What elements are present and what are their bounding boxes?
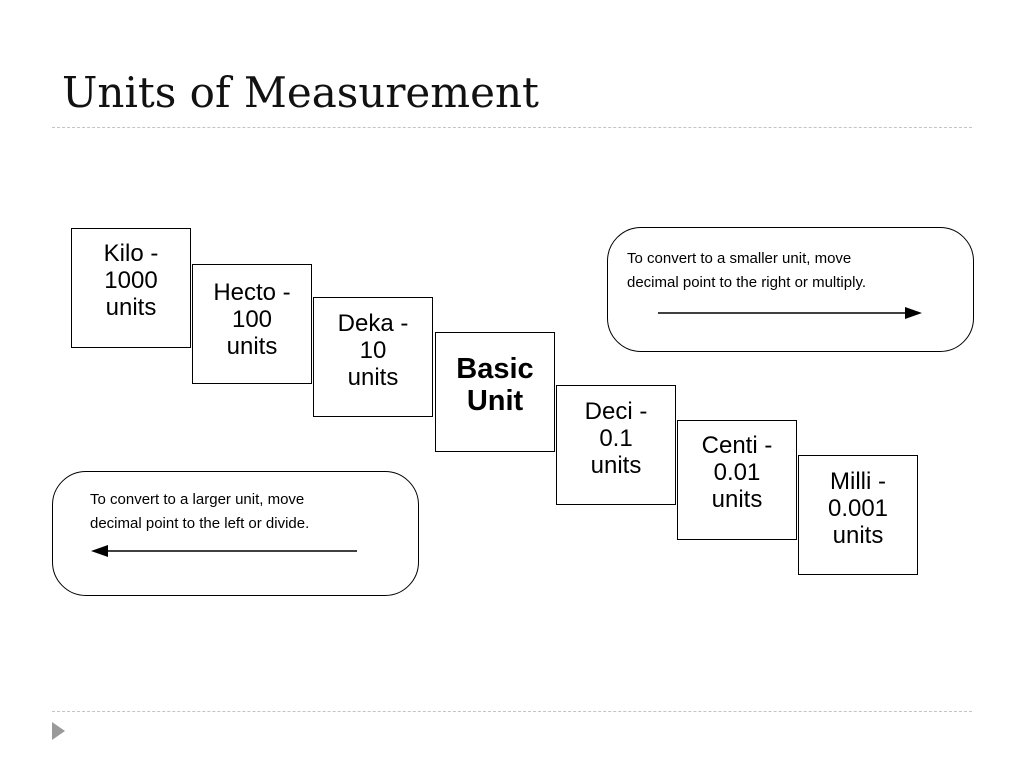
unit-box-centi: Centi - 0.01 units	[677, 420, 797, 540]
arrow-left-icon	[91, 545, 357, 557]
unit-prefix: Deka -	[337, 310, 409, 337]
unit-value: 0.01	[713, 459, 761, 486]
unit-word: units	[711, 486, 763, 513]
hint-line: To convert to a smaller unit, move	[627, 250, 852, 267]
unit-box-deci: Deci - 0.1 units	[556, 385, 676, 505]
unit-prefix: Kilo -	[103, 240, 159, 267]
play-triangle-icon	[52, 722, 65, 740]
unit-value: 100	[231, 306, 273, 333]
unit-word: units	[105, 294, 157, 321]
hint-line: decimal point to the left or divide.	[90, 515, 310, 532]
unit-word: units	[347, 364, 399, 391]
unit-value: 0.1	[599, 425, 633, 452]
unit-prefix: Centi -	[701, 432, 773, 459]
hint-line: decimal point to the right or multiply.	[627, 274, 866, 291]
unit-box-hecto: Hecto - 100 units	[192, 264, 312, 384]
unit-prefix: Milli -	[830, 468, 886, 495]
unit-box-milli: Milli - 0.001 units	[798, 455, 918, 575]
unit-value: 1000	[104, 267, 158, 294]
footer-divider	[52, 711, 972, 712]
unit-prefix: Basic	[456, 353, 534, 385]
unit-word: units	[226, 333, 278, 360]
unit-prefix: Hecto -	[213, 279, 291, 306]
unit-prefix: Deci -	[584, 398, 648, 425]
hint-smaller-unit: To convert to a smaller unit, move decim…	[607, 227, 974, 352]
slide-title: Units of Measurement	[62, 68, 539, 117]
unit-box-deka: Deka - 10 units	[313, 297, 433, 417]
unit-box-basic: Basic Unit	[435, 332, 555, 452]
hint-larger-unit: To convert to a larger unit, move decima…	[52, 471, 419, 596]
unit-word: units	[590, 452, 642, 479]
hint-text: To convert to a larger unit, move decima…	[90, 488, 309, 536]
unit-word: units	[832, 522, 884, 549]
unit-value: 10	[359, 337, 387, 364]
hint-line: To convert to a larger unit, move	[90, 491, 305, 508]
unit-box-kilo: Kilo - 1000 units	[71, 228, 191, 348]
unit-value: 0.001	[827, 495, 889, 522]
title-divider	[52, 127, 972, 128]
arrow-right-icon	[658, 307, 922, 319]
unit-word: Unit	[466, 385, 524, 417]
hint-text: To convert to a smaller unit, move decim…	[627, 247, 866, 295]
